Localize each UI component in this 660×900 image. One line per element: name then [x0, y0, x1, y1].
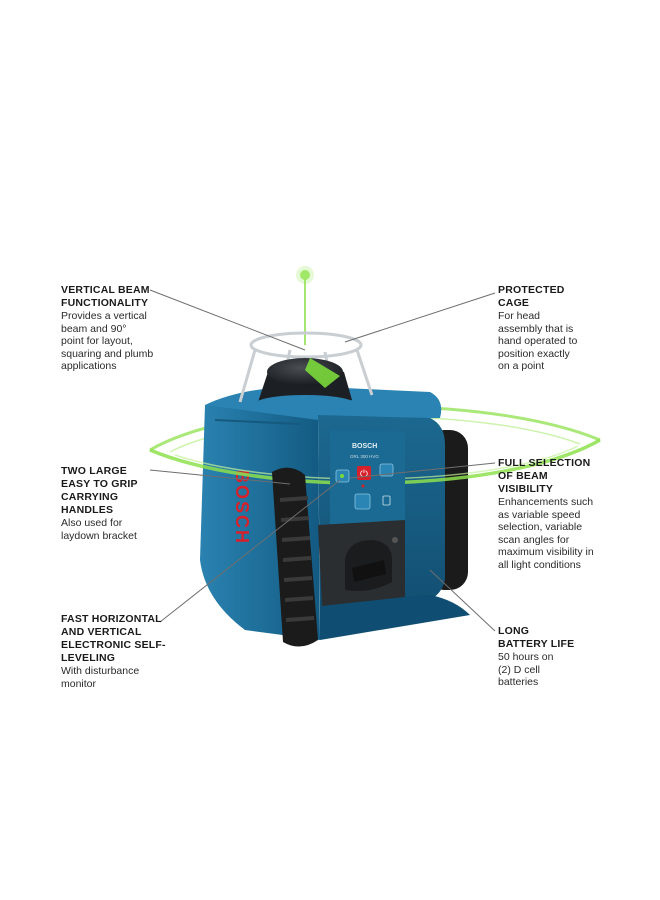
callout-self-leveling: FAST HORIZONTAL AND VERTICAL ELECTRONIC … — [61, 613, 201, 690]
callout-beam-visibility: FULL SELECTION OF BEAM VISIBILITY Enhanc… — [498, 457, 648, 571]
callout-description: Also used for laydown bracket — [61, 517, 137, 542]
callout-heading: LONG BATTERY LIFE — [498, 625, 575, 650]
battery-cover-knob[interactable] — [352, 560, 386, 582]
battery-compartment — [318, 520, 405, 606]
callout-description: Provides a vertical beam and 90° point f… — [61, 310, 154, 372]
control-panel: BOSCH GRL 300 HVG ⏻ — [330, 430, 405, 532]
leader-self-leveling — [159, 479, 341, 623]
leader-carrying-handles — [149, 469, 291, 485]
callout-heading: PROTECTED CAGE — [498, 284, 565, 309]
battery-icon — [382, 495, 391, 506]
callout-heading: FAST HORIZONTAL AND VERTICAL ELECTRONIC … — [61, 613, 166, 664]
callout-description: Enhancements such as variable speed sele… — [498, 496, 594, 571]
front-carrying-handle — [272, 467, 318, 647]
leader-protected-cage — [344, 292, 496, 343]
leader-battery-life — [429, 569, 496, 632]
callout-vertical-beam: VERTICAL BEAM FUNCTIONALITY Provides a v… — [61, 284, 201, 373]
callout-description: 50 hours on (2) D cell batteries — [498, 651, 554, 688]
leader-vertical-beam — [149, 289, 306, 351]
callout-description: For head assembly that is hand operated … — [498, 310, 578, 372]
power-icon: ⏻ — [360, 469, 368, 480]
scan-button[interactable] — [354, 493, 371, 510]
status-led-green — [340, 474, 344, 478]
callout-leaders — [149, 289, 496, 632]
vertical-laser-beam — [296, 266, 314, 345]
status-led-red — [361, 484, 365, 488]
callout-heading: TWO LARGE EASY TO GRIP CARRYING HANDLES — [61, 465, 138, 516]
callout-protected-cage: PROTECTED CAGE For head assembly that is… — [498, 284, 628, 373]
callout-heading: FULL SELECTION OF BEAM VISIBILITY — [498, 457, 591, 495]
model-label: GRL 300 HVG — [350, 454, 379, 459]
rotating-head — [255, 358, 355, 413]
callout-description: With disturbance monitor — [61, 665, 140, 690]
callout-heading: VERTICAL BEAM FUNCTIONALITY — [61, 284, 150, 309]
beam-button[interactable] — [379, 463, 394, 477]
leader-beam-visibility — [349, 462, 496, 479]
side-brand-label: BOSCH — [232, 470, 252, 545]
callout-carrying-handles: TWO LARGE EASY TO GRIP CARRYING HANDLES … — [61, 465, 181, 542]
charging-port — [392, 537, 398, 543]
callout-battery-life: LONG BATTERY LIFE 50 hours on (2) D cell… — [498, 625, 628, 689]
brand-logo: BOSCH — [352, 443, 377, 450]
